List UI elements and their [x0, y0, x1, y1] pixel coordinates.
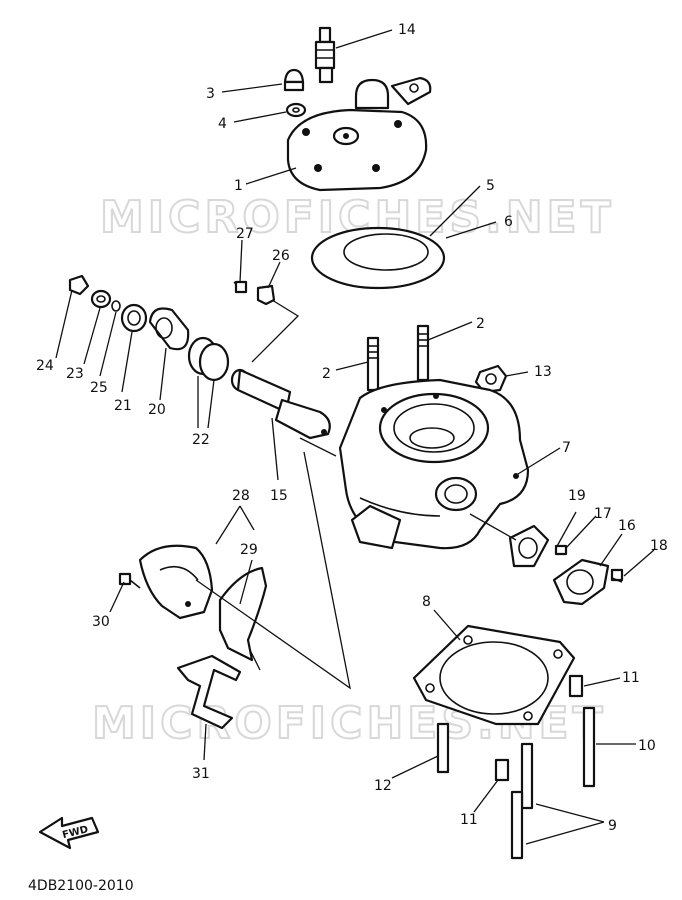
callout-6: 6	[504, 214, 513, 230]
callout-17: 17	[594, 506, 612, 522]
callout-7: 7	[562, 440, 571, 456]
callout-30: 30	[92, 614, 110, 630]
callout-15: 15	[270, 488, 288, 504]
callout-11-upper: 11	[622, 670, 640, 686]
cover-bolt	[118, 572, 141, 589]
cylinder	[338, 378, 530, 550]
callout-11-lower: 11	[460, 812, 478, 828]
callout-12: 12	[374, 778, 392, 794]
spacer-ring	[90, 289, 112, 309]
valve-cap	[68, 274, 90, 296]
leader-lines	[55, 29, 655, 845]
valve-cover	[138, 544, 214, 620]
callout-25: 25	[90, 380, 108, 396]
callout-19: 19	[568, 488, 586, 504]
stud-base-12	[436, 722, 450, 774]
callout-3: 3	[206, 86, 215, 102]
cover-gasket	[218, 566, 268, 662]
forward-arrow: FWD	[38, 816, 100, 850]
bearing	[120, 303, 148, 333]
exhaust-flange	[552, 558, 610, 606]
callout-21: 21	[114, 398, 132, 414]
callout-2-left: 2	[322, 366, 331, 382]
callout-2-right: 2	[476, 316, 485, 332]
callout-27: 27	[236, 226, 254, 242]
assembly-lines	[195, 299, 517, 690]
callout-23: 23	[66, 366, 84, 382]
guide-plate	[176, 654, 242, 730]
callout-1: 1	[234, 178, 243, 194]
callout-10: 10	[638, 738, 656, 754]
callout-22: 22	[192, 432, 210, 448]
callout-26: 26	[272, 248, 290, 264]
callout-8: 8	[422, 594, 431, 610]
piston-rings-pair	[187, 336, 230, 382]
stud-base-10	[582, 706, 596, 788]
callout-4: 4	[218, 116, 227, 132]
callout-16: 16	[618, 518, 636, 534]
base-gasket	[412, 624, 576, 726]
small-o-ring	[111, 300, 121, 312]
pin	[554, 544, 568, 556]
dowel-pin-lower	[494, 758, 510, 782]
callout-31: 31	[192, 766, 210, 782]
screw-small	[233, 280, 248, 294]
callout-24: 24	[36, 358, 54, 374]
stud-bolt-left	[366, 336, 380, 392]
callout-13: 13	[534, 364, 552, 380]
bracket	[256, 284, 276, 306]
stud-base-9b	[510, 790, 524, 860]
callout-18: 18	[650, 538, 668, 554]
cylinder-head	[286, 76, 432, 192]
flange-bolt	[610, 568, 624, 583]
callout-20: 20	[148, 402, 166, 418]
o-ring-outer	[310, 226, 446, 290]
washer	[285, 102, 307, 118]
stud-bolt-right	[416, 324, 430, 382]
exhaust-valve	[230, 368, 331, 440]
flange-nut	[474, 364, 508, 394]
callout-9: 9	[608, 818, 617, 834]
o-ring-inner	[343, 233, 429, 271]
dowel-pin-upper	[568, 674, 584, 698]
cap-nut	[283, 68, 305, 92]
callout-14: 14	[398, 22, 416, 38]
spark-plug	[314, 26, 336, 84]
callout-28: 28	[232, 488, 250, 504]
callout-5: 5	[486, 178, 495, 194]
callout-29: 29	[240, 542, 258, 558]
callout-labels: 14 3 4 1 5 6 27 26 2 2 13 7 24 23 25 21 …	[36, 22, 668, 834]
valve-holder	[148, 307, 190, 351]
flange-gasket	[508, 524, 550, 568]
stud-base-9a	[520, 742, 534, 810]
diagram-code: 4DB2100-2010	[28, 878, 134, 894]
